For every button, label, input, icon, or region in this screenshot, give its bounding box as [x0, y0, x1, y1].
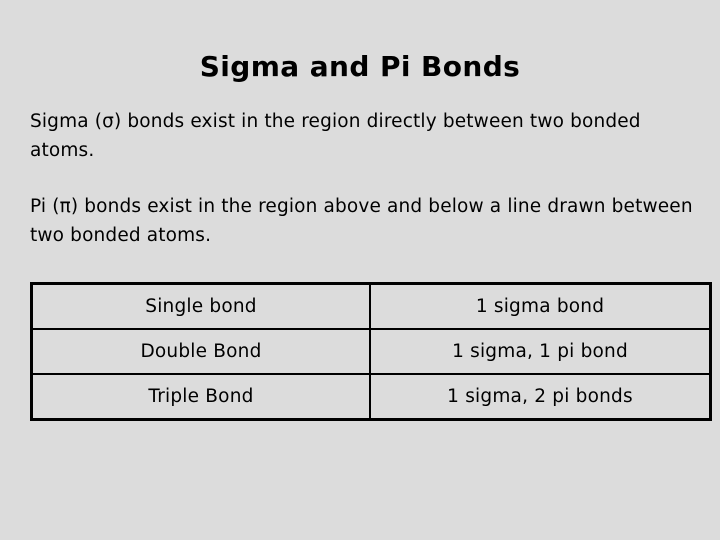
paragraph-sigma-definition: Sigma (σ) bonds exist in the region dire…	[30, 111, 641, 161]
cell-bond-composition: 1 sigma bond	[369, 282, 712, 330]
table-row: Double Bond 1 sigma, 1 pi bond	[30, 328, 712, 375]
table-row: Single bond 1 sigma bond	[30, 282, 712, 330]
table-row: Triple Bond 1 sigma, 2 pi bonds	[30, 373, 712, 421]
paragraph-pi-definition: Pi (π) bonds exist in the region above a…	[30, 196, 693, 246]
cell-bond-composition: 1 sigma, 1 pi bond	[369, 328, 712, 375]
cell-bond-type: Double Bond	[30, 328, 371, 375]
bond-summary-table: Single bond 1 sigma bond Double Bond 1 s…	[30, 282, 712, 421]
cell-bond-type: Triple Bond	[30, 373, 371, 421]
cell-bond-type: Single bond	[30, 282, 371, 330]
page-title: Sigma and Pi Bonds	[199, 50, 521, 83]
cell-bond-composition: 1 sigma, 2 pi bonds	[369, 373, 712, 421]
